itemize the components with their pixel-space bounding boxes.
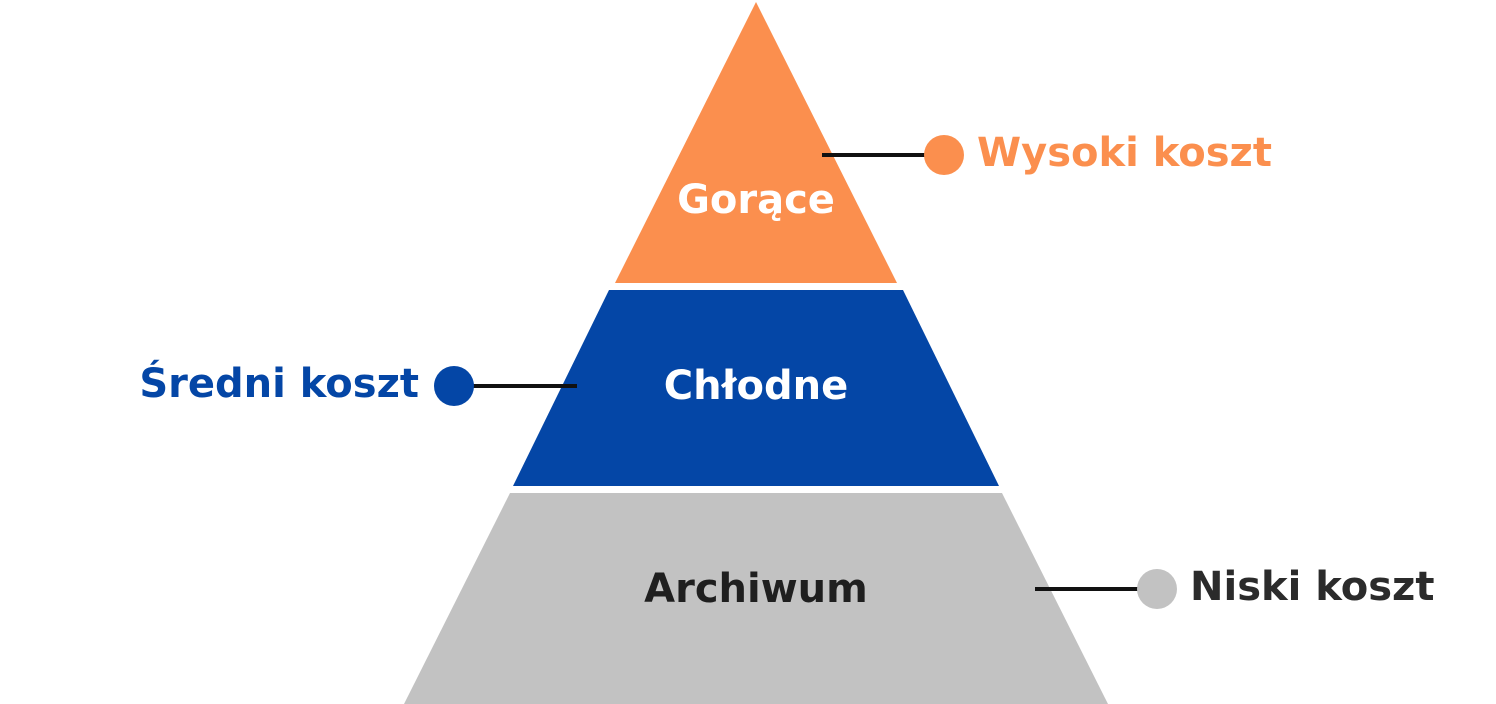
callout-medium-cost: Średni koszt bbox=[139, 359, 577, 407]
callout-medium-cost-label: Średni koszt bbox=[139, 359, 419, 407]
tier-cool-label: Chłodne bbox=[664, 363, 848, 409]
callout-high-cost-label: Wysoki koszt bbox=[977, 130, 1272, 176]
callout-low-cost-dot bbox=[1137, 569, 1177, 609]
tier-cool: Chłodne bbox=[513, 290, 999, 486]
callout-low-cost: Niski koszt bbox=[1035, 564, 1434, 610]
callout-low-cost-label: Niski koszt bbox=[1190, 564, 1434, 610]
tier-archive-shape bbox=[404, 493, 1108, 704]
tier-archive: Archiwum bbox=[404, 493, 1108, 704]
callout-high-cost-dot bbox=[924, 135, 964, 175]
tier-hot-label: Gorące bbox=[677, 177, 835, 223]
callout-high-cost: Wysoki koszt bbox=[822, 130, 1272, 176]
callout-medium-cost-dot bbox=[434, 366, 474, 406]
tier-archive-label: Archiwum bbox=[644, 566, 868, 612]
tier-cool-shape bbox=[513, 290, 999, 486]
tier-hot-shape bbox=[615, 2, 897, 283]
tier-hot: Gorące bbox=[615, 2, 897, 283]
